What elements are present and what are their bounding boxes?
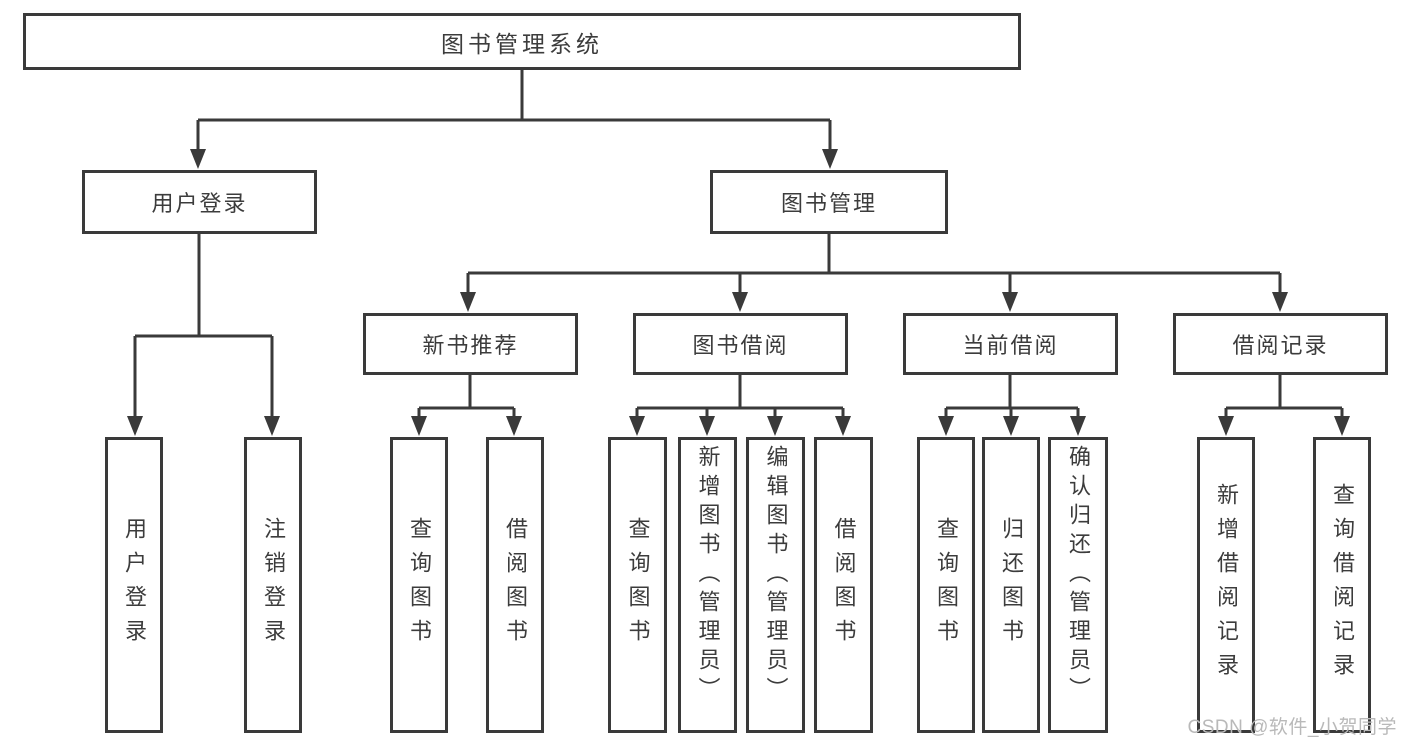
node-label: 借阅记录 [1232, 333, 1329, 358]
leaf-label: 借阅图书 [503, 517, 528, 653]
node-label: 图书借阅 [692, 333, 789, 358]
leaf-label: 新增图书（管理员） [695, 445, 721, 706]
leaf-label: 新增借阅记录 [1214, 483, 1239, 687]
leaf-confirm-return-admin: 确认归还（管理员） [1048, 437, 1108, 733]
node-book-borrowing: 图书借阅 [633, 313, 848, 375]
leaf-query-books-recommend: 查询图书 [390, 437, 448, 733]
node-label: 用户登录 [151, 191, 248, 216]
leaf-return-books: 归还图书 [982, 437, 1040, 733]
leaf-query-books-borrowing: 查询图书 [608, 437, 667, 733]
leaf-label: 查询图书 [625, 517, 651, 653]
leaf-label: 注销登录 [261, 517, 286, 653]
node-label: 图书管理系统 [441, 30, 603, 57]
node-library-system: 图书管理系统 [23, 13, 1021, 70]
leaf-edit-books-admin: 编辑图书（管理员） [746, 437, 805, 733]
node-user-login: 用户登录 [82, 170, 317, 234]
node-label: 当前借阅 [962, 333, 1059, 358]
leaf-borrow-books-recommend: 借阅图书 [486, 437, 544, 733]
leaf-add-books-admin: 新增图书（管理员） [678, 437, 737, 733]
leaf-logout: 注销登录 [244, 437, 302, 733]
leaf-query-books-current: 查询图书 [917, 437, 975, 733]
node-new-book-recommend: 新书推荐 [363, 313, 578, 375]
leaf-user-login: 用户登录 [105, 437, 163, 733]
csdn-watermark: CSDN @软件_小贺同学 [1187, 717, 1397, 738]
leaf-borrow-books: 借阅图书 [814, 437, 873, 733]
leaf-label: 编辑图书（管理员） [763, 445, 789, 706]
leaf-label: 查询借阅记录 [1330, 483, 1355, 687]
leaf-label: 查询图书 [934, 517, 959, 653]
node-label: 新书推荐 [422, 333, 519, 358]
node-borrowing-records: 借阅记录 [1173, 313, 1388, 375]
node-label: 图书管理 [780, 191, 877, 216]
leaf-label: 归还图书 [999, 517, 1024, 653]
leaf-label: 确认归还（管理员） [1066, 445, 1091, 706]
leaf-label: 借阅图书 [831, 517, 857, 653]
leaf-query-borrow-record: 查询借阅记录 [1313, 437, 1371, 733]
node-book-management: 图书管理 [710, 170, 948, 234]
leaf-label: 查询图书 [407, 517, 432, 653]
leaf-label: 用户登录 [122, 517, 147, 653]
leaf-add-borrow-record: 新增借阅记录 [1197, 437, 1255, 733]
node-current-borrowing: 当前借阅 [903, 313, 1118, 375]
